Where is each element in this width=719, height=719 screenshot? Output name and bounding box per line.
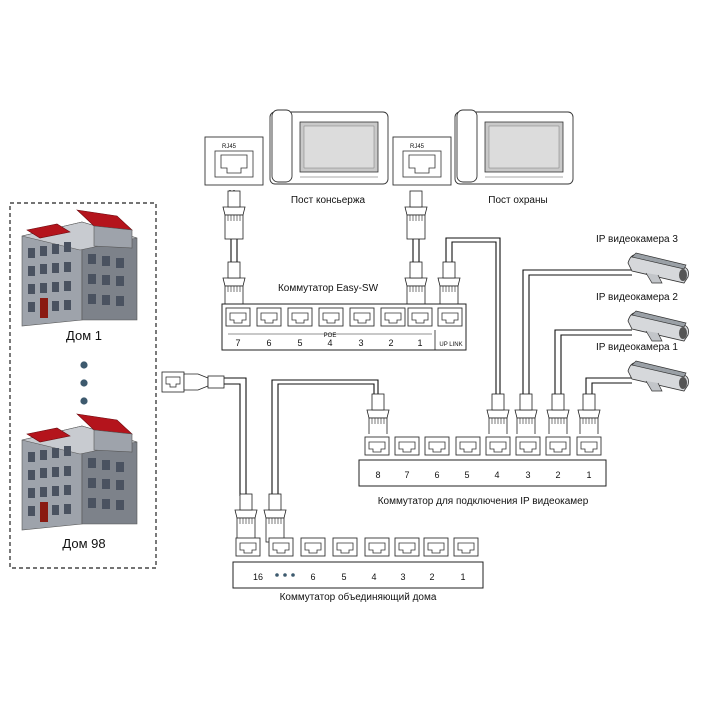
plug-security-top xyxy=(404,190,428,240)
easy-switch-label: Коммутатор Easy-SW xyxy=(278,283,379,294)
concierge-socket-label: RJ45 xyxy=(222,144,237,150)
cam-sw-port-6: 6 xyxy=(434,470,439,480)
easy-switch-uplink-label: UP LINK xyxy=(439,342,462,348)
plug-house-sw-a xyxy=(234,493,258,543)
cam-sw-port-7: 7 xyxy=(404,470,409,480)
concierge-monitor-icon xyxy=(269,109,389,185)
security-socket: RJ45 xyxy=(392,136,452,186)
easy-port-7: 7 xyxy=(235,338,240,348)
house-sw-port-2: 2 xyxy=(429,572,434,582)
house-98-label: Дом 98 xyxy=(62,536,105,551)
easy-switch-poe-label: POE xyxy=(324,333,337,339)
houses-group-border xyxy=(9,202,157,569)
easy-port-4: 4 xyxy=(327,338,332,348)
house-switch-label: Коммутатор объединяющий дома xyxy=(280,591,437,603)
camera-switch: 8 7 6 5 4 3 2 1 xyxy=(358,434,607,487)
plug-easy-port-7 xyxy=(222,261,246,311)
cam-sw-port-8: 8 xyxy=(375,470,380,480)
cam-sw-port-4: 4 xyxy=(494,470,499,480)
houses-uplink-plug xyxy=(161,371,225,393)
plug-house-sw-b xyxy=(263,493,287,543)
concierge-post-label: Пост консьержа xyxy=(291,195,366,206)
house-sw-port-5: 5 xyxy=(341,572,346,582)
cam-sw-port-2: 2 xyxy=(555,470,560,480)
easy-port-5: 5 xyxy=(297,338,302,348)
plug-easy-uplink xyxy=(437,261,461,311)
easy-port-6: 6 xyxy=(266,338,271,348)
plug-concierge-top xyxy=(222,190,246,240)
security-monitor-icon xyxy=(454,109,574,185)
house-sw-port-6: 6 xyxy=(310,572,315,582)
cam-sw-port-1: 1 xyxy=(586,470,591,480)
house-98-icon xyxy=(21,413,138,531)
cables xyxy=(224,190,632,496)
camera-3-icon xyxy=(627,252,689,284)
camera-2-label: IP видеокамера 2 xyxy=(596,292,678,303)
house-sw-port-3: 3 xyxy=(400,572,405,582)
camera-switch-label: Коммутатор для подключения IP видеокамер xyxy=(378,496,589,507)
security-socket-label: RJ45 xyxy=(410,144,425,150)
camera-3-label: IP видеокамера 3 xyxy=(596,234,678,245)
cam-sw-port-3: 3 xyxy=(525,470,530,480)
ellipsis-dots xyxy=(80,361,88,405)
security-post-label: Пост охраны xyxy=(488,195,547,206)
easy-port-2: 2 xyxy=(388,338,393,348)
cam-sw-port-5: 5 xyxy=(464,470,469,480)
house-1-icon xyxy=(21,209,138,327)
house-sw-port-1: 1 xyxy=(460,572,465,582)
camera-2-icon xyxy=(627,310,689,342)
plug-easy-port-1 xyxy=(404,261,428,311)
easy-switch: POE UP LINK 7 6 5 4 3 2 1 xyxy=(221,303,467,351)
house-switch: 16 6 5 4 3 2 1 xyxy=(232,537,484,589)
house-sw-ellipsis xyxy=(275,573,295,577)
camera-1-label: IP видеокамера 1 xyxy=(596,342,678,353)
house-1-label: Дом 1 xyxy=(66,328,102,343)
concierge-socket: RJ45 xyxy=(204,136,264,186)
camera-1-icon xyxy=(627,360,689,392)
house-sw-port-16: 16 xyxy=(253,572,263,582)
house-sw-port-4: 4 xyxy=(371,572,376,582)
easy-port-3: 3 xyxy=(358,338,363,348)
easy-port-1: 1 xyxy=(417,338,422,348)
